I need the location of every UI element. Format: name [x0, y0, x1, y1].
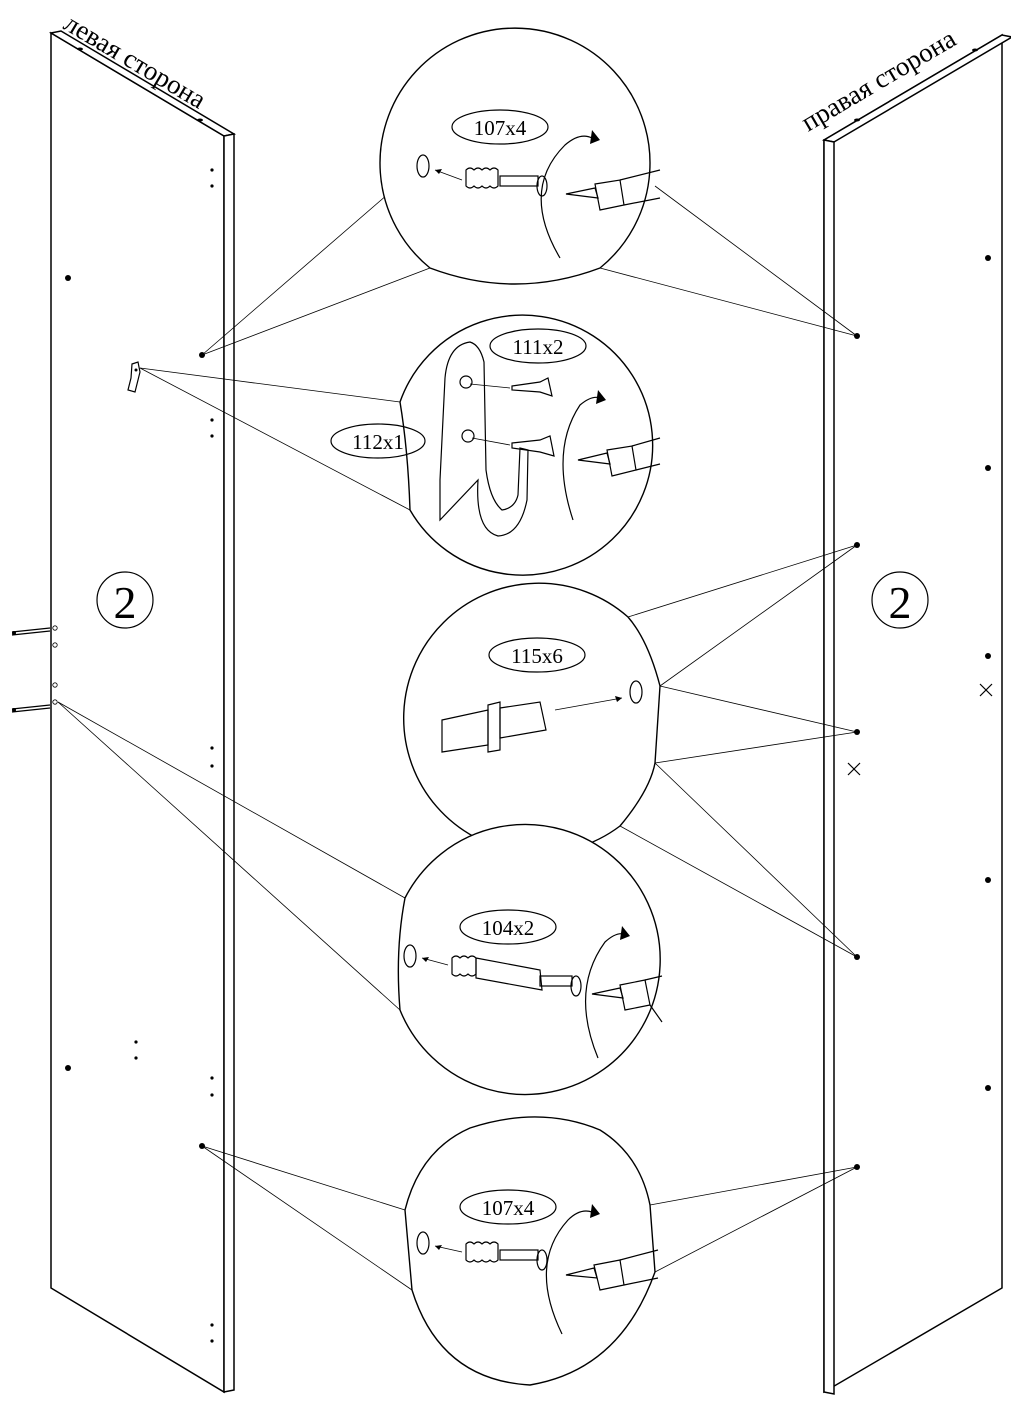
- screwdriver-icon: [565, 1249, 659, 1291]
- callout-dowels-label: 115x6: [511, 644, 563, 668]
- dowel-icon: [441, 701, 547, 753]
- rotate-arrow-icon: [545, 1204, 600, 1335]
- minifix-pin-icon: [451, 955, 582, 997]
- hook-on-panel: [127, 361, 141, 393]
- callout-hook-label: 112x1: [352, 430, 404, 454]
- hole-icon: [416, 154, 430, 178]
- screw-icon: [469, 377, 553, 397]
- rotate-arrow-icon: [585, 926, 630, 1059]
- leader-lines: [57, 185, 858, 1291]
- callout-dowels: 115x6: [402, 582, 661, 854]
- screwdriver-icon: [591, 975, 663, 1023]
- screw-icon: [471, 435, 555, 457]
- hole-icon: [629, 680, 643, 704]
- x-mark-icon: [979, 683, 993, 697]
- hole-icon: [416, 1231, 430, 1255]
- rotate-arrow-icon: [562, 390, 606, 521]
- callout-bottom-label: 107x4: [482, 1196, 535, 1220]
- right-panel-number-circle: [871, 571, 929, 629]
- callout-hook: 111x2 112x1: [330, 314, 661, 576]
- callout-top-minifix: 107x4: [379, 27, 661, 285]
- left-panel: 2 левая сторона: [11, 7, 237, 1394]
- callout-middle-connector: 104x2: [397, 823, 663, 1096]
- x-mark-icon: [847, 762, 861, 776]
- minifix-pin-icon: [465, 1241, 548, 1271]
- screwdriver-icon: [565, 169, 661, 211]
- screwdriver-icon: [577, 437, 661, 477]
- right-panel: 2 правая сторона: [796, 23, 1011, 1395]
- left-panel-number-circle: [96, 571, 154, 629]
- left-panel-number: 2: [114, 577, 137, 628]
- minifix-pin-icon: [465, 167, 548, 197]
- callout-middle-connector-label: 104x2: [482, 916, 535, 940]
- left-edge-connector-bottom: [11, 704, 51, 713]
- hook-icon: [439, 341, 529, 537]
- callout-bottom-minifix: 107x4: [404, 1116, 659, 1386]
- callout-hook-screws-label: 111x2: [513, 335, 564, 359]
- rotate-arrow-icon: [540, 130, 600, 259]
- hole-icon: [403, 944, 417, 968]
- callout-top-label: 107x4: [474, 116, 527, 140]
- left-edge-connector-top: [11, 627, 51, 636]
- right-panel-number: 2: [889, 577, 912, 628]
